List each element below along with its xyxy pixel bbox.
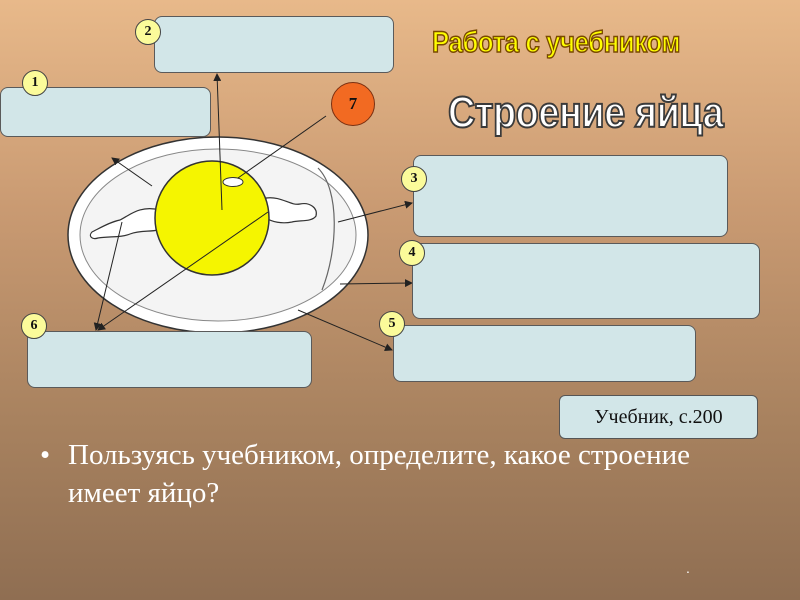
- task-text: Пользуясь учебником, определите, какое с…: [68, 439, 691, 509]
- pointer-5: [297, 309, 393, 351]
- footer-mark: .: [686, 560, 690, 576]
- chalaza-right: [265, 197, 317, 224]
- label-marker-5: 5: [379, 311, 405, 337]
- label-marker-3: 3: [401, 166, 427, 192]
- pointer-4: [339, 279, 413, 288]
- answer-box-6[interactable]: [27, 331, 312, 388]
- label-marker-7: 7: [331, 82, 375, 126]
- pointer-1: [111, 157, 153, 187]
- pointer-3: [337, 200, 413, 223]
- label-marker-6: 6: [21, 313, 47, 339]
- chalaza-left: [89, 208, 161, 240]
- germinal-disc: [222, 177, 244, 187]
- slide-title-work: Работа с учебником: [431, 25, 681, 60]
- bullet-icon: •: [40, 439, 51, 471]
- textbook-reference: Учебник, с.200: [559, 395, 758, 439]
- label-marker-1: 1: [22, 70, 48, 96]
- pointer-7: [237, 115, 327, 179]
- label-marker-4: 4: [399, 240, 425, 266]
- answer-box-3[interactable]: [413, 155, 728, 237]
- pointer-6b: [93, 221, 123, 331]
- pointer-6a: [97, 211, 269, 331]
- air-chamber: [317, 167, 335, 291]
- answer-box-4[interactable]: [412, 243, 760, 319]
- egg-yolk: [154, 160, 270, 276]
- answer-box-5[interactable]: [393, 325, 696, 382]
- answer-box-2[interactable]: [154, 16, 394, 73]
- task-item: • Пользуясь учебником, определите, какое…: [40, 436, 720, 512]
- pointer-2: [213, 73, 223, 211]
- slide-title-topic: Строение яйца: [447, 87, 724, 138]
- label-marker-2: 2: [135, 19, 161, 45]
